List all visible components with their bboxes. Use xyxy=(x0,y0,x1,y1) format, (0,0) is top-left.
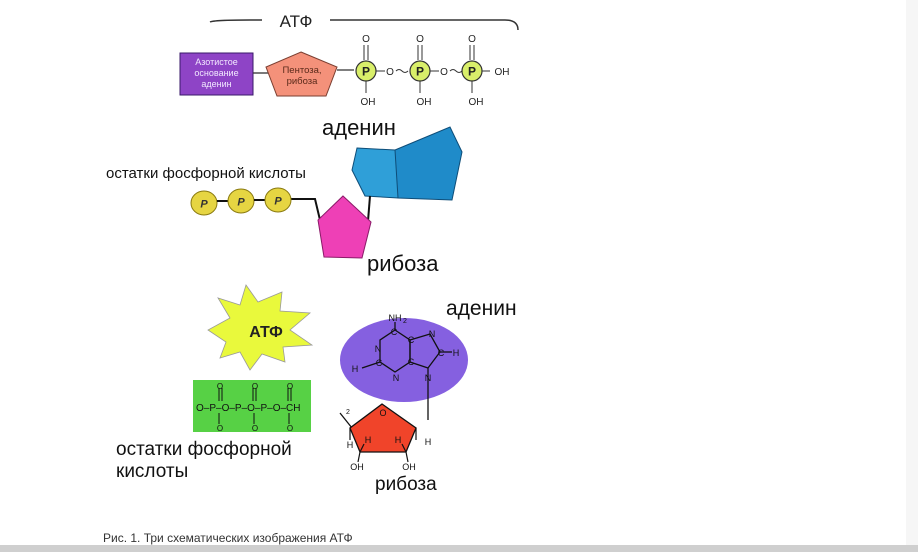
diagram-chemical-atp: АТФ аденин NH 2 C N C N C H C C N N H xyxy=(116,284,517,495)
phosphate-disc-2: P xyxy=(227,188,255,214)
atom-h: H xyxy=(453,348,460,358)
hydroxyl-label: OH xyxy=(469,97,484,108)
bridge-oxygen-label: O xyxy=(440,67,448,78)
ring-oxygen: O xyxy=(379,408,386,418)
atom-h: H xyxy=(425,437,432,447)
oxygen-label: O xyxy=(217,424,223,433)
atp-title: АТФ xyxy=(280,12,313,31)
phosphate-ribose-link xyxy=(286,198,321,221)
oxygen-label: O xyxy=(217,382,223,391)
oxygen-label: O xyxy=(468,34,476,45)
phosphate-disc-1: P xyxy=(190,190,218,216)
atom-n: N xyxy=(375,344,382,354)
atom-h: H xyxy=(347,440,354,450)
star-label: АТФ xyxy=(249,324,283,341)
phosphate-symbol: P xyxy=(468,65,476,79)
bottom-scrollbar[interactable] xyxy=(0,545,918,552)
ribose-atoms: H H H H OH OH xyxy=(347,435,432,472)
atom-c: C xyxy=(408,357,415,367)
pentose-pentagon xyxy=(265,51,338,97)
atom-c: C xyxy=(408,335,415,345)
amino-label: NH xyxy=(389,313,402,323)
hydroxyl-label: OH xyxy=(417,97,432,108)
oxygen-label: O xyxy=(252,382,258,391)
atom-n: N xyxy=(429,329,436,339)
adenine-ellipse xyxy=(340,318,468,402)
diagram-block-atp: аденин остатки фосфорной кислоты рибоза … xyxy=(106,115,463,276)
pentose-label-line1: Пентоза, xyxy=(282,65,321,76)
adenine-pentagon xyxy=(351,147,399,199)
phosphate-chain: O–P–O–P–O–P–O–CH xyxy=(196,403,301,414)
hydroxyl-label: OH xyxy=(350,462,364,472)
adenine-label: аденин xyxy=(322,115,396,140)
adenine-structure xyxy=(361,322,452,420)
atp-star xyxy=(207,284,314,371)
oxygen-label: O xyxy=(287,424,293,433)
ribose-ring xyxy=(349,403,417,453)
figure-caption: Рис. 1. Три схематических изображения АТ… xyxy=(103,531,353,545)
base-label-line1: Азотистое xyxy=(195,57,238,67)
oxygen-label: O xyxy=(416,34,424,45)
scroll-area-edge xyxy=(906,0,918,545)
oxygen-label: O xyxy=(287,382,293,391)
hydroxyl-label: OH xyxy=(495,67,510,78)
atom-c: C xyxy=(376,358,383,368)
adenine-atoms: NH 2 C N C N C H C C N N H xyxy=(352,313,460,383)
hydroxyl-label: OH xyxy=(361,97,376,108)
atom-n: N xyxy=(425,373,432,383)
atom-h: H xyxy=(352,364,359,374)
ch2-subscript: 2 xyxy=(346,409,350,416)
phosphate-symbol: P xyxy=(274,196,282,208)
atom-c: C xyxy=(391,327,398,337)
phosphate-disc-3: P xyxy=(264,187,292,213)
atom-n: N xyxy=(393,373,400,383)
phosphate-symbol: P xyxy=(200,199,208,211)
amino-subscript: 2 xyxy=(403,318,407,325)
adenine-label-3: аденин xyxy=(446,297,517,320)
phosphate-symbol: P xyxy=(362,65,370,79)
phosphate-group-2: O P OH xyxy=(409,34,432,108)
ribose-adenine-link xyxy=(367,195,371,222)
phosphates-label: остатки фосфорной кислоты xyxy=(106,165,306,182)
atom-h: H xyxy=(395,435,402,445)
phosphates-label-line2: кислоты xyxy=(116,461,188,482)
base-label-line3: аденин xyxy=(201,79,231,89)
diagram-structural-atp: АТФ Азотистое основание аденин Пентоза, … xyxy=(179,12,519,108)
atp-bracket xyxy=(209,19,519,31)
ribose-bonds xyxy=(349,428,417,463)
ribose-label-3: рибоза xyxy=(375,474,437,495)
base-label-line2: основание xyxy=(194,68,238,78)
phosphate-oxygens: O O O O O O xyxy=(217,382,293,433)
atom-h: H xyxy=(365,435,372,445)
pentose-label-line2: рибоза xyxy=(287,76,319,87)
oxygen-label: O xyxy=(362,34,370,45)
phosphate-group-1: O P OH xyxy=(355,34,377,108)
ribose-pentagon xyxy=(317,195,372,259)
atom-c: C xyxy=(438,348,445,358)
phosphates-label-line1: остатки фосфорной xyxy=(116,439,292,460)
phosphate-symbol: P xyxy=(416,65,424,79)
phosphate-group-3: O P OH OH xyxy=(461,34,510,108)
bridge-oxygen-label: O xyxy=(386,67,394,78)
hydroxyl-label: OH xyxy=(402,462,416,472)
ribose-label: рибоза xyxy=(367,251,439,276)
oxygen-label: O xyxy=(252,424,258,433)
phosphate-double-bonds xyxy=(218,388,292,424)
phosphate-symbol: P xyxy=(237,197,245,209)
nitrogenous-base-box xyxy=(179,52,254,96)
